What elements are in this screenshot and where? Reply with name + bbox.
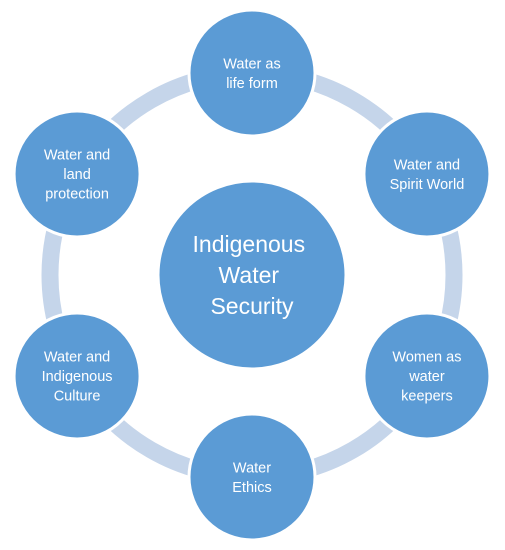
center-circle [156, 179, 348, 371]
outer-node-label-line: Indigenous [42, 369, 113, 385]
outer-node-label-line: Ethics [232, 480, 272, 496]
outer-node-label-line: land [63, 167, 90, 183]
center-label-line: Water [219, 262, 280, 288]
outer-node: Water and land protection [12, 109, 142, 239]
outer-node-label-line: Culture [54, 389, 101, 405]
outer-node: Women as water keepers [362, 311, 492, 441]
outer-node-label-line: Spirit World [390, 177, 465, 193]
outer-node: Water as life form [187, 8, 317, 138]
center-label-line: Security [210, 293, 294, 319]
outer-node-label-line: Water and [44, 350, 110, 366]
outer-node-label-line: life form [226, 76, 278, 92]
outer-node-circle [12, 311, 142, 441]
outer-node-label-line: Women as [392, 350, 461, 366]
outer-node-label-line: Water and [394, 157, 460, 173]
outer-node-label-line: Water and [44, 148, 110, 164]
outer-node-label-line: water [408, 369, 445, 385]
outer-node-circle [362, 109, 492, 239]
outer-node-label-line: Water [233, 460, 271, 476]
center-node: Indigenous Water Security [156, 179, 348, 371]
outer-node-circle [12, 109, 142, 239]
outer-node-label-line: protection [45, 187, 109, 203]
outer-node-label-line: keepers [401, 389, 453, 405]
center-label-line: Indigenous [193, 231, 306, 257]
outer-node-label: Water as life form [223, 56, 280, 92]
outer-node-label: Women as water keepers [392, 350, 461, 405]
outer-node-circle [187, 412, 317, 542]
outer-node-circle [187, 8, 317, 138]
outer-node-label: Water and land protection [44, 148, 110, 203]
outer-node-circle [362, 311, 492, 441]
outer-node-label-line: Water as [223, 56, 280, 72]
center-label: Indigenous Water Security [193, 231, 312, 319]
